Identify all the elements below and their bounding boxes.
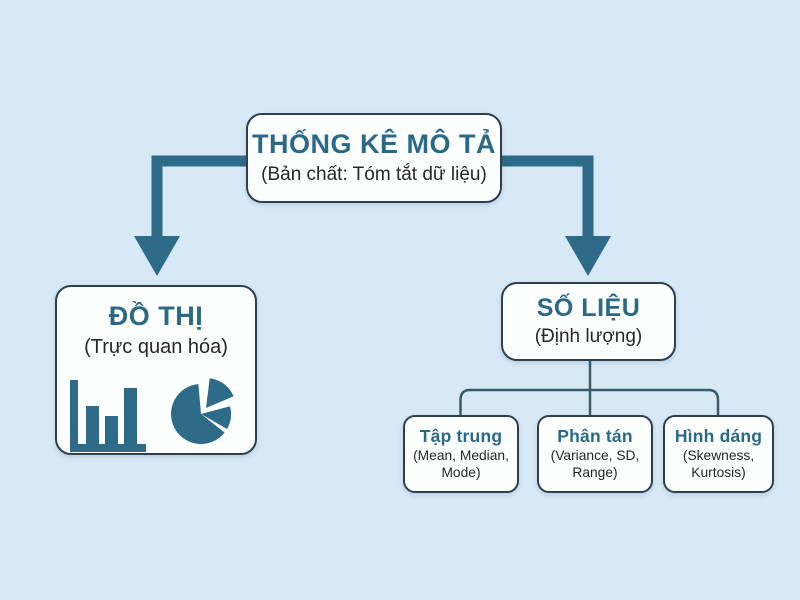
leaf-title: Hình dáng [674,426,763,446]
tree-connector-rail [459,388,720,415]
root-title: THỐNG KÊ MÔ TẢ [252,129,496,160]
tree-connector [459,361,720,415]
leaf-title: Tập trung [419,426,503,446]
chart-icon-row [69,372,243,453]
leaf-subtitle: (Skewness, Kurtosis) [682,448,755,481]
data-branch-subtitle: (Định lượng) [534,325,643,347]
bar-chart-icon [69,380,146,453]
data-branch-title: SỐ LIỆU [536,294,641,323]
node-graph-branch: ĐỒ THỊ (Trực quan hóa) [55,285,257,455]
root-subtitle: (Bản chất: Tóm tắt dữ liệu) [261,164,487,186]
node-root: THỐNG KÊ MÔ TẢ (Bản chất: Tóm tắt dữ liệ… [246,113,502,203]
graph-branch-subtitle: (Trực quan hóa) [84,336,228,359]
arrow-left [134,155,246,276]
pie-chart-icon [170,378,234,445]
graph-branch-title: ĐỒ THỊ [108,301,204,331]
node-leaf-shape: Hình dáng (Skewness, Kurtosis) [663,415,774,493]
node-data-branch: SỐ LIỆU (Định lượng) [501,282,676,361]
arrow-right-head [565,236,611,276]
arrow-left-line [151,155,246,238]
leaf-subtitle: (Mean, Median, Mode) [413,448,509,481]
arrow-right [502,155,611,276]
leaf-subtitle: (Variance, SD, Range) [550,448,640,481]
node-leaf-central-tendency: Tập trung (Mean, Median, Mode) [403,415,519,493]
arrow-left-head [134,236,180,276]
leaf-title: Phân tán [557,426,633,446]
arrow-right-line [502,155,594,238]
node-leaf-dispersion: Phân tán (Variance, SD, Range) [537,415,653,493]
